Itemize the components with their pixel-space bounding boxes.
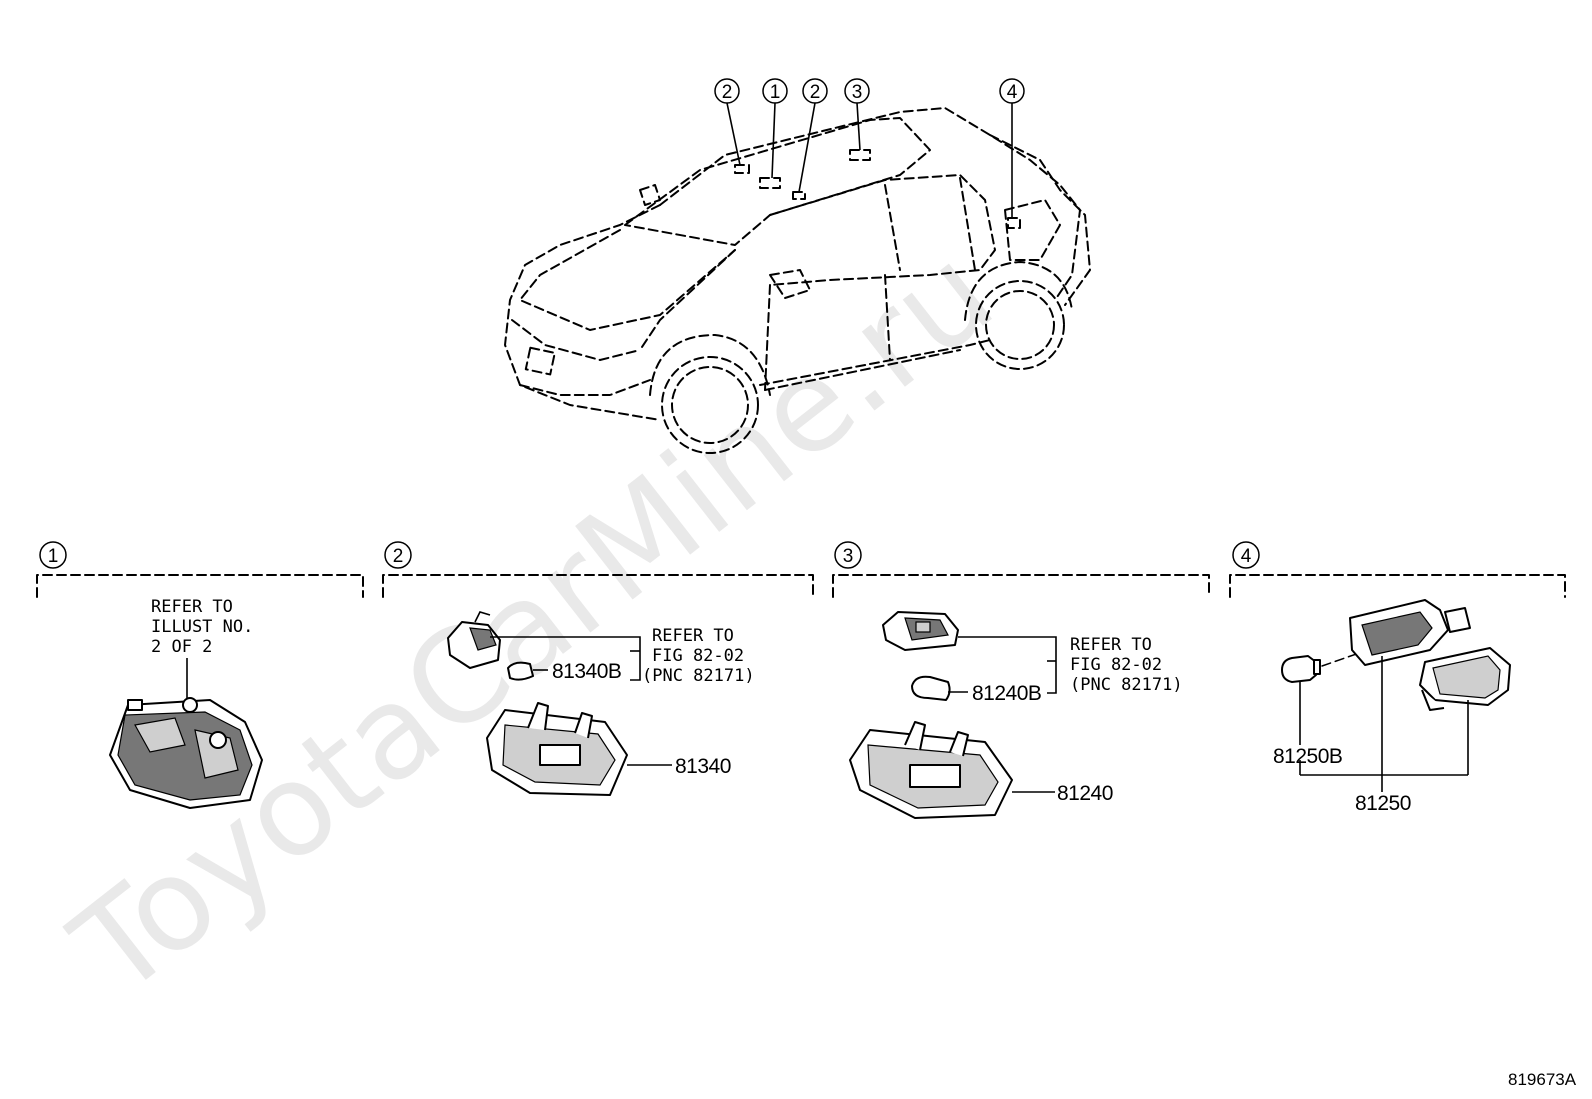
part-number: 81340B — [552, 660, 621, 683]
bulb-81250b — [1281, 655, 1321, 683]
part-number: 81250B — [1273, 745, 1342, 768]
vehicle-callout: 2 — [714, 78, 740, 104]
section-1: 1 REFER TO ILLUST NO. 2 OF 2 — [36, 541, 364, 809]
part-number: 81250 — [1355, 792, 1411, 815]
map-lamp-assembly — [109, 697, 263, 809]
refer-note-line: REFER TO — [652, 626, 734, 646]
vehicle-callout: 4 — [999, 78, 1025, 104]
figure-id: 819673A — [1508, 1070, 1577, 1089]
vehicle-callout: 1 — [762, 78, 788, 104]
vehicle-illustration: 2 1 2 3 4 — [504, 78, 1091, 454]
bulb-81240b — [911, 675, 968, 701]
label: 2 — [722, 82, 733, 103]
label: 2 — [810, 82, 821, 103]
section-number: 1 — [48, 546, 59, 567]
refer-note-line: FIG 82-02 — [1070, 655, 1162, 675]
part-number: 81240B — [972, 682, 1041, 705]
vehicle-callout: 3 — [844, 78, 870, 104]
section-3: 3 81240B REFER TO FIG 82-02 (PNC 82171) — [832, 541, 1210, 819]
section-number: 4 — [1241, 546, 1252, 567]
label: 3 — [852, 82, 863, 103]
refer-note-line: 2 OF 2 — [151, 637, 212, 657]
refer-note-line: ILLUST NO. — [151, 617, 253, 637]
refer-note-line: (PNC 82171) — [1070, 675, 1183, 695]
section-4: 4 81250B 81250 — [1229, 541, 1566, 815]
lamp-housing-81250 — [1349, 599, 1471, 666]
refer-note-line: (PNC 82171) — [642, 666, 755, 686]
socket-part — [882, 611, 959, 651]
label: 4 — [1007, 82, 1018, 103]
section-number: 2 — [393, 546, 404, 567]
refer-note-line: FIG 82-02 — [652, 646, 744, 666]
vehicle-callout: 2 — [802, 78, 828, 104]
lamp-lens-81250 — [1419, 647, 1511, 711]
lamp-housing-81240 — [849, 721, 1013, 819]
socket-part — [447, 611, 501, 669]
part-number: 81240 — [1057, 782, 1113, 805]
section-2: 2 81340B REFER TO FIG 82-02 (PNC 82171) — [382, 541, 814, 796]
label: 1 — [770, 82, 781, 103]
part-number: 81340 — [675, 755, 731, 778]
bulb-81340b — [507, 661, 548, 681]
refer-note-line: REFER TO — [1070, 635, 1152, 655]
lamp-housing-81340 — [486, 702, 628, 796]
refer-note-line: REFER TO — [151, 597, 233, 617]
section-number: 3 — [843, 546, 854, 567]
